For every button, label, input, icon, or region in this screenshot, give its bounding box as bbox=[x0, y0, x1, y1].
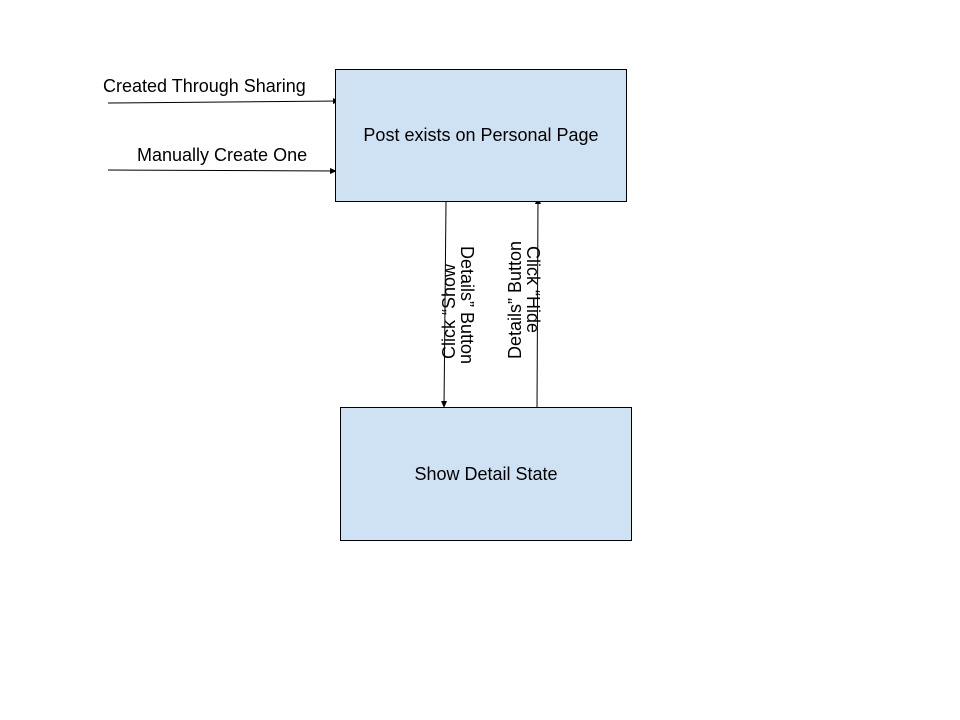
transition-arrow-show bbox=[441, 201, 448, 409]
transition-label-hide-line2: Details” Button bbox=[457, 246, 477, 365]
transition-arrow-hide bbox=[534, 196, 541, 411]
state-show-detail-label: Show Detail State bbox=[414, 463, 558, 484]
entry-label-manual: Manually Create One bbox=[137, 145, 308, 165]
state-show-detail: Show Detail State bbox=[340, 407, 632, 541]
entry-arrow-sharing bbox=[107, 98, 341, 105]
state-post-exists: Post exists on Personal Page bbox=[335, 69, 627, 202]
entry-arrow-manual bbox=[107, 167, 338, 174]
state-post-exists-label: Post exists on Personal Page bbox=[363, 125, 599, 145]
transition-label-hide: Click “Hide Details” Button bbox=[434, 246, 588, 364]
entry-label-sharing: Created Through Sharing bbox=[103, 76, 306, 96]
transition-label-hide-line1: Click “Hide bbox=[523, 246, 543, 334]
